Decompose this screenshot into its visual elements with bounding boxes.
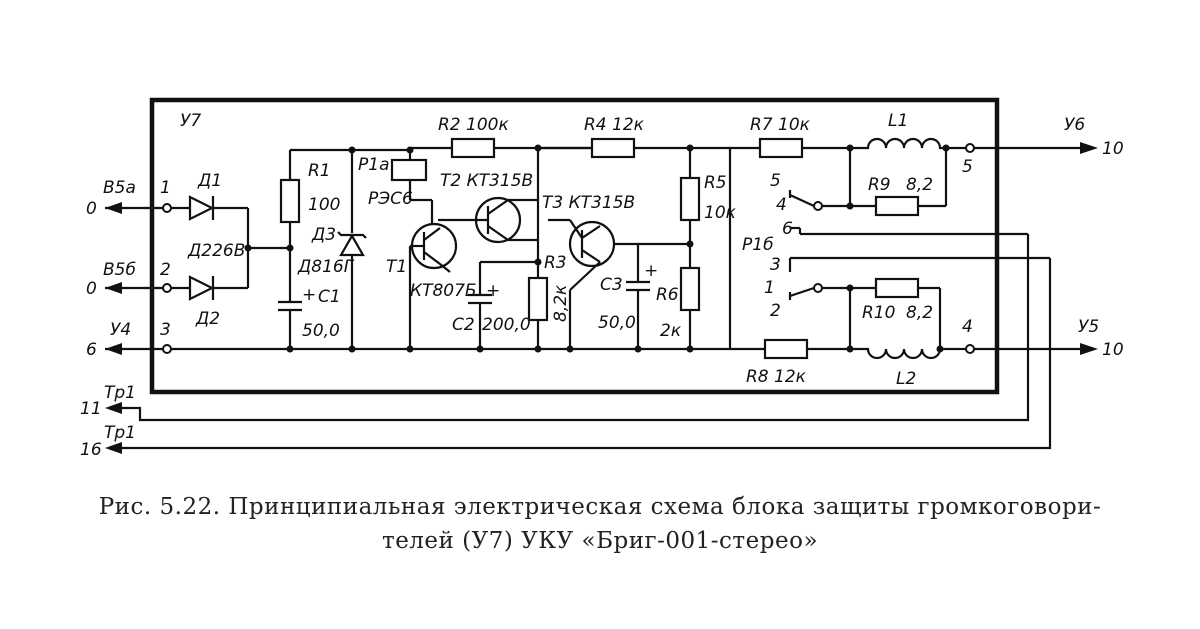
capacitor-c2: [468, 260, 538, 349]
relay-contacts-lower: [788, 256, 1028, 300]
transistor-t3: [548, 218, 690, 349]
label-d1: Д1: [197, 171, 222, 191]
label-out4-pin: 4: [962, 317, 973, 337]
label-tr1a-val: 11: [80, 399, 102, 419]
terminal-1: [162, 203, 172, 213]
label-in3-pin: 3: [160, 320, 171, 340]
label-l2: L2: [896, 369, 916, 389]
terminal-3: [162, 344, 172, 354]
label-tr1a: Тр1: [104, 383, 136, 403]
input-wires: [105, 202, 190, 355]
label-p1b: Р1б: [742, 235, 774, 255]
label-sw-2: 2: [770, 301, 781, 321]
label-r5: R5: [704, 173, 727, 193]
label-r5-val: 10к: [704, 203, 737, 223]
label-sw-6: 6: [782, 219, 793, 239]
label-d3: Д3: [311, 225, 336, 245]
label-in1: В5а: [103, 178, 136, 198]
resistor-r5: [679, 148, 701, 268]
inductor-l1: [850, 137, 960, 150]
label-out5-val: 10: [1102, 139, 1124, 159]
label-c3-plus: +: [644, 261, 658, 281]
label-r1-val: 100: [308, 195, 340, 215]
label-out4-val: 10: [1102, 340, 1124, 360]
block-frame: [149, 97, 1000, 395]
label-out5-pin: 5: [962, 157, 973, 177]
capacitor-c1: [278, 290, 302, 353]
terminal-2: [162, 283, 172, 293]
label-r3: R3: [544, 253, 567, 273]
label-tr1b-val: 16: [80, 440, 102, 460]
label-r3-val: 8,2к: [551, 284, 571, 322]
label-r2: R2 100к: [438, 115, 509, 135]
output-terminal-5: [960, 142, 1098, 154]
label-r4: R4 12к: [584, 115, 645, 135]
relay-coil-p1a: [390, 150, 434, 226]
label-sw-3: 3: [770, 255, 781, 275]
diode-d2: [188, 275, 248, 301]
label-in2-pin: 2: [160, 260, 171, 280]
label-in3-val: 6: [86, 340, 97, 360]
label-c2-val: 200,0: [482, 315, 531, 335]
resistor-r8: [763, 338, 850, 360]
label-out4: У5: [1078, 317, 1099, 337]
resistor-r3: [527, 148, 549, 349]
label-in2-gnd: 0: [86, 279, 97, 299]
label-c3-val: 50,0: [598, 313, 636, 333]
label-t3: Т3 КТ315В: [542, 193, 635, 213]
label-c1-plus: +: [302, 285, 316, 305]
transistor-t1: [408, 222, 458, 349]
label-r10-val: 8,2: [906, 303, 933, 323]
label-c2-plus: +: [486, 281, 500, 301]
label-r1: R1: [308, 161, 331, 181]
resistor-r6: [679, 266, 701, 349]
label-r10: R10: [862, 303, 895, 323]
label-tr1b: Тр1: [104, 423, 136, 443]
label-c1: С1: [318, 287, 341, 307]
label-d2: Д2: [195, 309, 220, 329]
label-c1-val: 50,0: [302, 321, 340, 341]
label-t1-type: КТ807Б: [410, 281, 477, 301]
figure-caption-line1: Рис. 5.22. Принципиальная электрическая …: [98, 494, 1102, 520]
tr1-leads: [105, 234, 1052, 454]
diode-d1: [188, 195, 248, 221]
inductor-l2: [850, 347, 960, 360]
label-t1: Т1: [386, 257, 407, 277]
label-in3: У4: [110, 320, 131, 340]
label-d3-type: Д816Г: [297, 257, 355, 277]
resistor-r1: [279, 150, 301, 290]
resistor-r4: [538, 137, 730, 159]
label-out5: У6: [1064, 115, 1085, 135]
capacitor-c3: [626, 244, 650, 349]
transistor-t2: [438, 196, 538, 244]
label-c2: С2: [452, 315, 475, 335]
label-c3: С3: [600, 275, 623, 295]
resistor-r10: [822, 277, 942, 349]
label-r8: R8 12к: [746, 367, 807, 387]
label-in1-pin: 1: [160, 178, 171, 198]
relay-contacts-upper: [788, 190, 1028, 236]
label-t2: Т2 КТ315В: [440, 171, 533, 191]
label-dtype: Д226В: [187, 241, 245, 261]
label-r9-val: 8,2: [906, 175, 933, 195]
label-in1-gnd: 0: [86, 199, 97, 219]
label-p1a: Р1а: [358, 155, 390, 175]
label-r9: R9: [868, 175, 891, 195]
label-block: У7: [180, 111, 201, 131]
resistor-r7: [758, 137, 850, 159]
zener-d3: [337, 150, 367, 353]
label-sw-1: 1: [764, 278, 775, 298]
label-in2: В5б: [103, 260, 136, 280]
label-r6: R6: [656, 285, 679, 305]
label-sw-5: 5: [770, 171, 781, 191]
label-r7: R7 10к: [750, 115, 811, 135]
label-r6-val: 2к: [660, 321, 682, 341]
label-l1: L1: [888, 111, 908, 131]
label-sw-4: 4: [776, 195, 787, 215]
figure-caption-line2: телей (У7) УКУ «Бриг-001-стерео»: [381, 528, 819, 554]
label-relay: РЭС6: [368, 189, 413, 209]
